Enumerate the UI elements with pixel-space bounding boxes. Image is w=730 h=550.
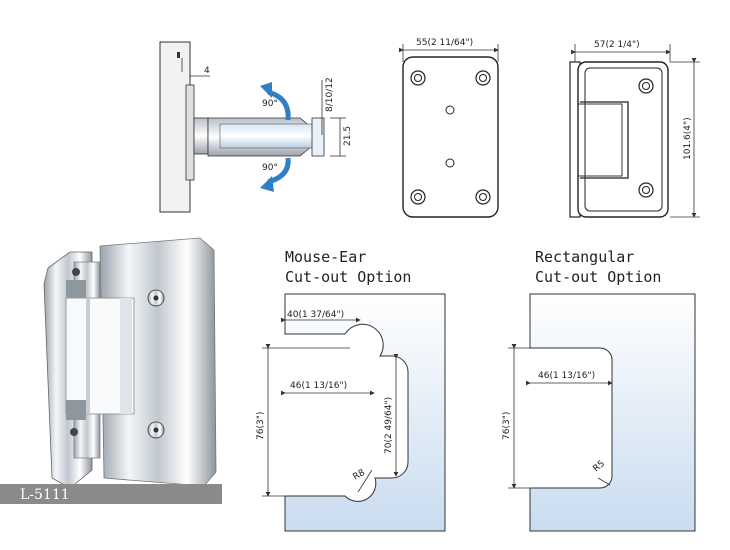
hinge-body bbox=[193, 117, 209, 155]
plate-screw-holes bbox=[410, 70, 491, 205]
rectangular-title-line1: Rectangular bbox=[535, 248, 634, 266]
center-hole bbox=[445, 158, 455, 168]
angle-bottom-label: 90° bbox=[262, 163, 278, 173]
plate-outline bbox=[402, 56, 499, 218]
hinge-screw-top bbox=[638, 78, 654, 94]
hinge-outer bbox=[577, 61, 669, 218]
center-hole bbox=[445, 105, 455, 115]
glass-edge bbox=[311, 117, 325, 157]
wall-post-edge bbox=[185, 84, 195, 181]
mouse-ear-radius-label: R8 bbox=[352, 468, 368, 483]
model-label: L-5111 bbox=[20, 487, 70, 503]
plate-front-view: 55(2 11/64") bbox=[399, 38, 499, 218]
plate-dim-label: 55(2 11/64") bbox=[416, 38, 473, 48]
hinge-height-dim-label: 101.6(4") bbox=[683, 117, 693, 160]
mouse-ear-glass bbox=[284, 293, 446, 532]
mouse-ear-dim-inner-label: 70(2 49/64") bbox=[384, 397, 394, 454]
mouse-ear-cutout: Mouse-Ear Cut-out Option 40(1 37/64") 46… bbox=[256, 248, 446, 532]
dim-thickness-label: 8/10/12 bbox=[325, 77, 335, 112]
hinge-inner-plate bbox=[584, 67, 663, 212]
mouse-ear-title-line1: Mouse-Ear bbox=[285, 248, 366, 266]
rectangular-radius-line bbox=[597, 477, 611, 486]
dim-height-label: 21.5 bbox=[343, 126, 353, 146]
rectangular-dim-depth-label: 46(1 13/16") bbox=[538, 371, 595, 381]
angle-top-label: 90° bbox=[262, 99, 278, 109]
dim-gap-label: 4 bbox=[204, 66, 210, 76]
hinge-screw-bottom bbox=[638, 182, 654, 198]
rectangular-dim-height-label: 76(3") bbox=[502, 412, 512, 440]
mouse-ear-radius-line bbox=[357, 469, 373, 493]
rectangular-radius-label: R5 bbox=[592, 459, 608, 474]
screw-hole bbox=[410, 70, 426, 86]
rectangular-cutout: Rectangular Cut-out Option 46(1 13/16") … bbox=[502, 248, 696, 532]
hinge-knuckle-outline bbox=[580, 101, 629, 179]
mouse-ear-title-line2: Cut-out Option bbox=[285, 268, 411, 286]
glass-slot bbox=[219, 123, 321, 149]
screw-slot bbox=[177, 52, 180, 58]
mouse-ear-dim-height-label: 76(3") bbox=[256, 412, 266, 440]
hinge-side-view: 57(2 1/4") 101.6(4") bbox=[569, 40, 700, 218]
side-view: 4 8/10/12 21.5 90° 90° bbox=[159, 41, 353, 213]
rectangular-glass bbox=[529, 293, 696, 532]
model-label-bar bbox=[0, 484, 222, 504]
hinge-width-dim-label: 57(2 1/4") bbox=[594, 40, 640, 50]
product-photo: L-5111 bbox=[0, 237, 222, 504]
screw-hole bbox=[475, 189, 491, 205]
screw-hole bbox=[410, 189, 426, 205]
wall-post bbox=[159, 41, 191, 213]
mouse-ear-dim-depth-label: 46(1 13/16") bbox=[290, 381, 347, 391]
screw-hole bbox=[475, 70, 491, 86]
mouse-ear-dim-top-label: 40(1 37/64") bbox=[287, 310, 344, 320]
rectangular-title-line2: Cut-out Option bbox=[535, 268, 661, 286]
